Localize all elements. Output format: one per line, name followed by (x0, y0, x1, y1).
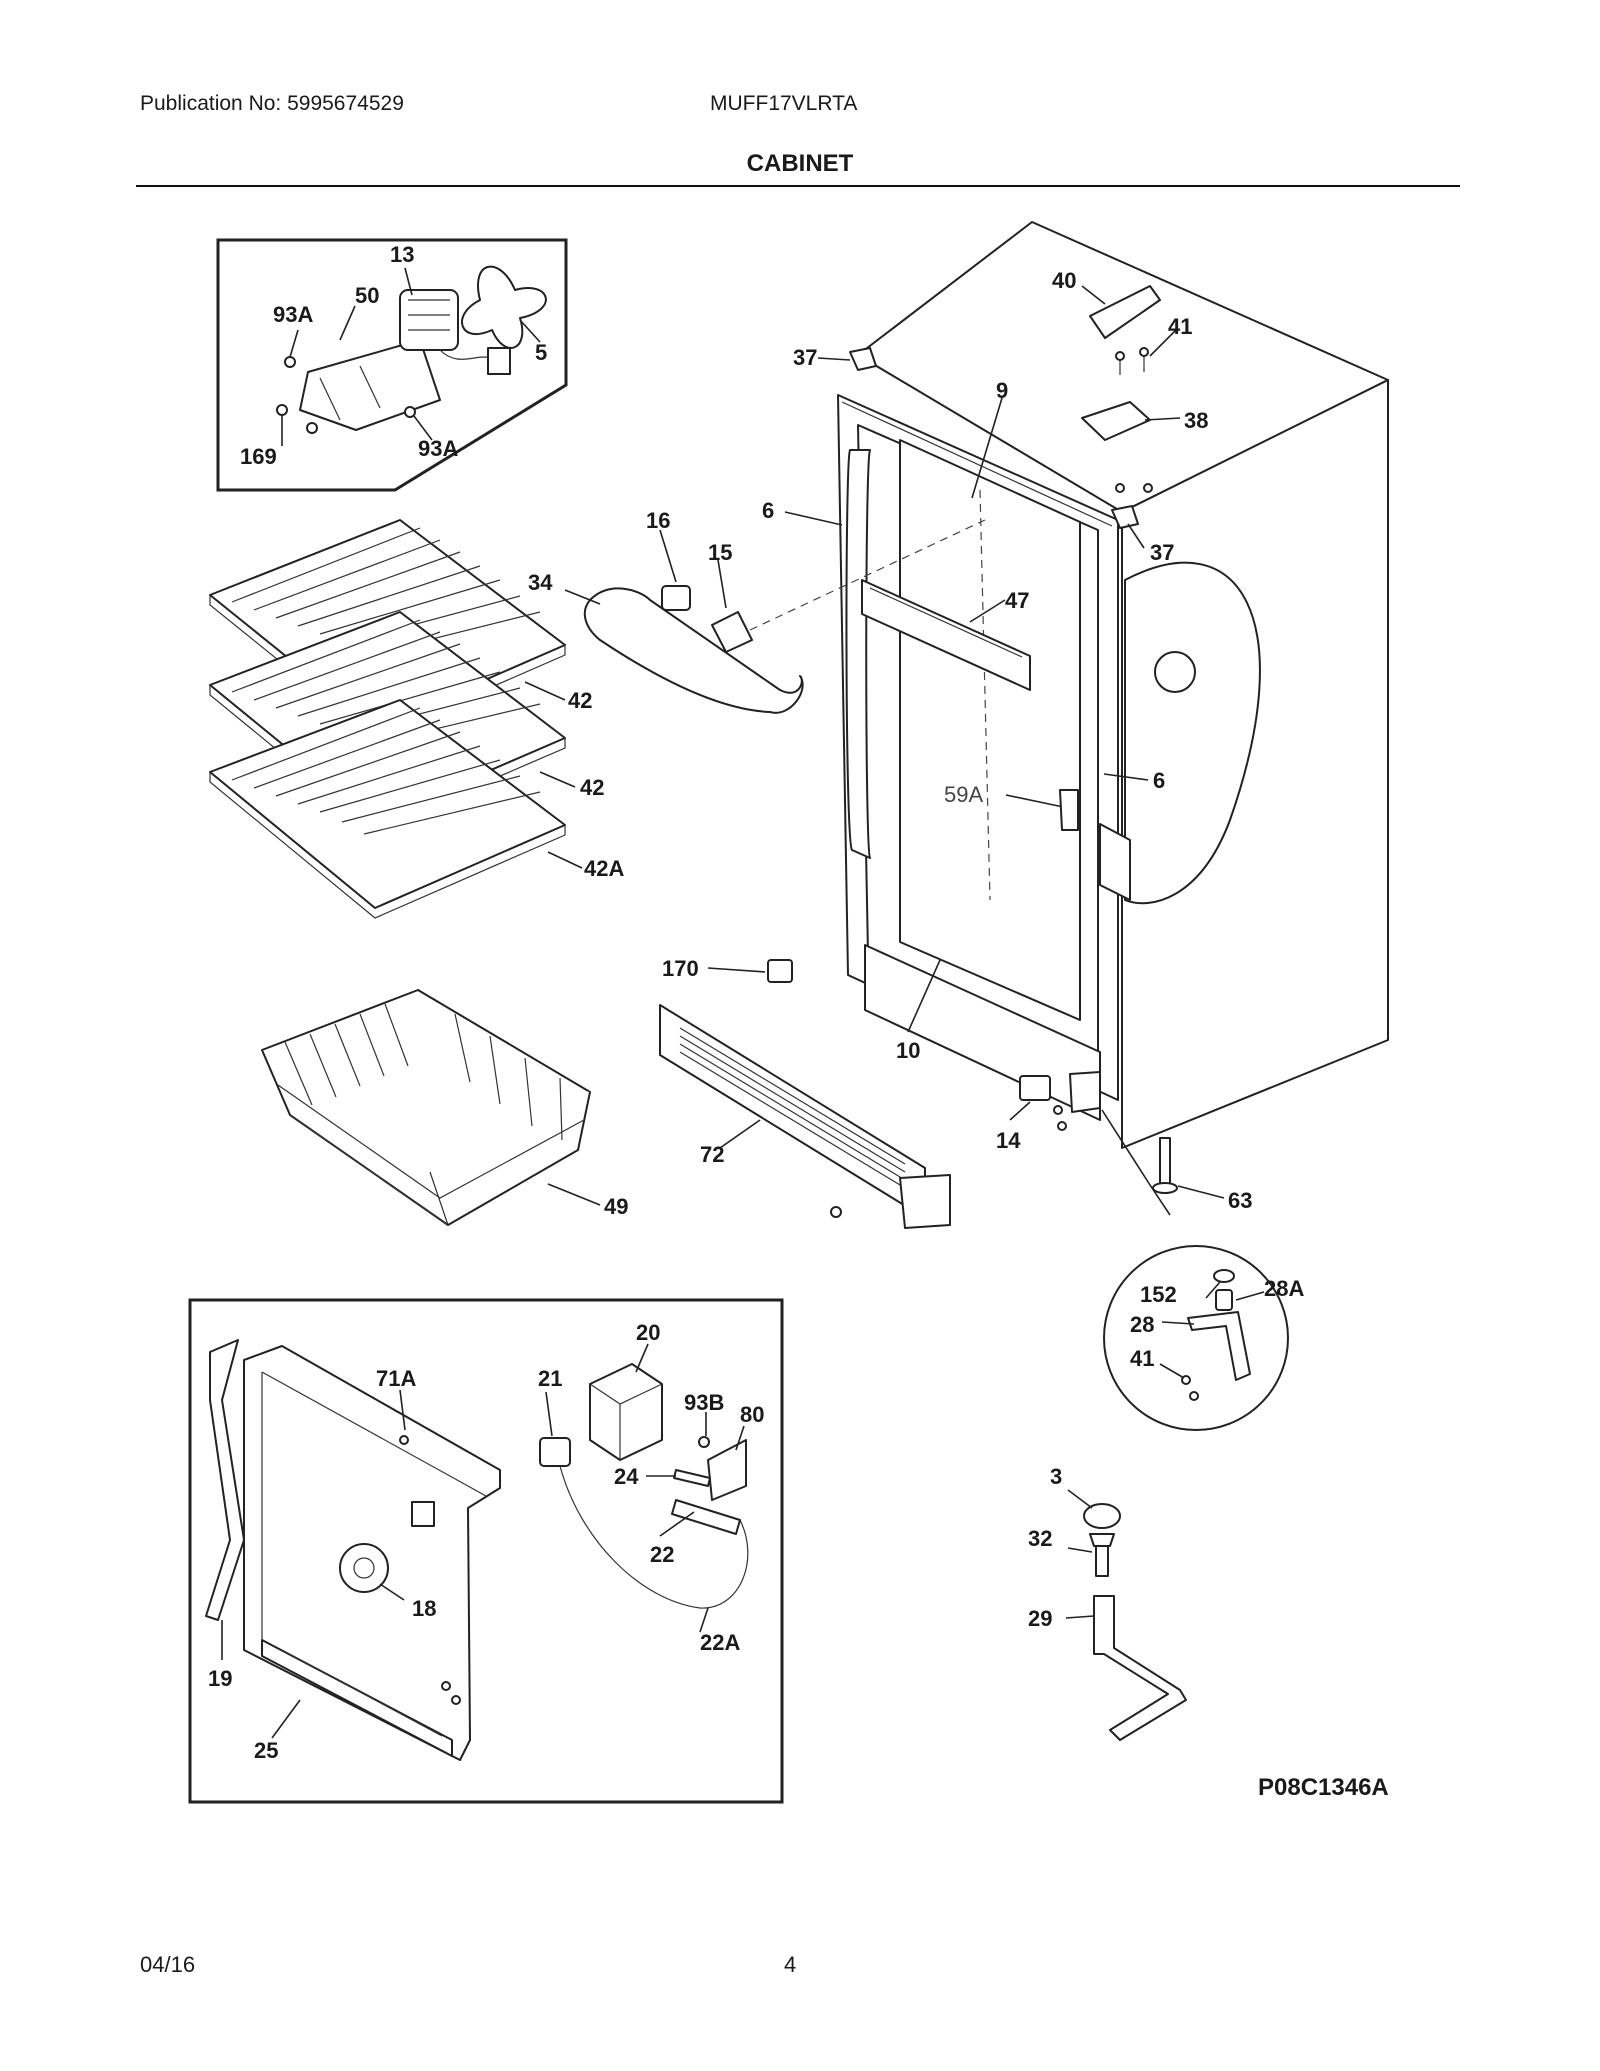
callout-50: 50 (355, 283, 379, 308)
callout-13: 13 (390, 242, 414, 267)
callout-15: 15 (708, 540, 732, 565)
callout-24: 24 (614, 1464, 639, 1489)
header-rule (136, 185, 1460, 187)
callout-38: 38 (1184, 408, 1208, 433)
callout-93a: 93A (273, 302, 313, 327)
callout-42: 42 (580, 775, 604, 800)
callout-28a: 28A (1264, 1276, 1304, 1301)
cabinet-body (784, 221, 1389, 1149)
callout-10: 10 (896, 1038, 920, 1063)
callout-152: 152 (1140, 1282, 1177, 1307)
callout-19: 19 (208, 1666, 232, 1691)
evaporator-cover-inset (188, 1298, 784, 1804)
kick-grille (659, 1004, 951, 1229)
model-number: MUFF17VLRTA (710, 92, 858, 115)
hinge-detail (1103, 1245, 1289, 1431)
callout-63: 63 (1228, 1188, 1252, 1213)
callout-37: 37 (793, 345, 817, 370)
light-assembly (564, 519, 986, 714)
door-liner (861, 579, 1079, 831)
callout-170: 170 (662, 956, 699, 981)
callout-37: 37 (1150, 540, 1174, 565)
callout-29: 29 (1028, 1606, 1052, 1631)
callout-5: 5 (535, 340, 547, 365)
callout-72: 72 (700, 1142, 724, 1167)
callout-47: 47 (1005, 588, 1029, 613)
callout-49: 49 (604, 1194, 628, 1219)
callout-20: 20 (636, 1320, 660, 1345)
callout-14: 14 (996, 1128, 1021, 1153)
wire-shelves (209, 519, 583, 919)
callout-169: 169 (240, 444, 277, 469)
section-title: CABINET (746, 150, 854, 177)
publication-number: Publication No: 5995674529 (140, 92, 404, 115)
callout-40: 40 (1052, 268, 1076, 293)
callout-22: 22 (650, 1542, 674, 1567)
callout-18: 18 (412, 1596, 436, 1621)
callout-71a: 71A (376, 1366, 416, 1391)
callout-16: 16 (646, 508, 670, 533)
page-number: 4 (784, 1952, 797, 1977)
callout-93b: 93B (684, 1390, 724, 1415)
diagram-reference-code: P08C1346A (1258, 1774, 1389, 1801)
footer-date: 04/16 (140, 1952, 196, 1977)
callout-80: 80 (740, 1402, 764, 1427)
callout-93a: 93A (418, 436, 458, 461)
callout-3: 3 (1050, 1464, 1062, 1489)
callout-59a: 59A (944, 782, 983, 807)
small-parts (707, 959, 1225, 1216)
callout-32: 32 (1028, 1526, 1052, 1551)
drain-assembly (1065, 1489, 1187, 1741)
callout-25: 25 (254, 1738, 278, 1763)
callout-41: 41 (1168, 314, 1192, 339)
callout-9: 9 (996, 378, 1008, 403)
wire-basket (261, 989, 601, 1226)
callout-21: 21 (538, 1366, 562, 1391)
callout-41: 41 (1130, 1346, 1154, 1371)
callout-42a: 42A (584, 856, 624, 881)
fan-assembly-inset (216, 238, 568, 492)
callout-6: 6 (1153, 768, 1165, 793)
callout-22a: 22A (700, 1630, 740, 1655)
callout-42: 42 (568, 688, 592, 713)
callout-28: 28 (1130, 1312, 1154, 1337)
callout-34: 34 (528, 570, 553, 595)
callout-6: 6 (762, 498, 774, 523)
